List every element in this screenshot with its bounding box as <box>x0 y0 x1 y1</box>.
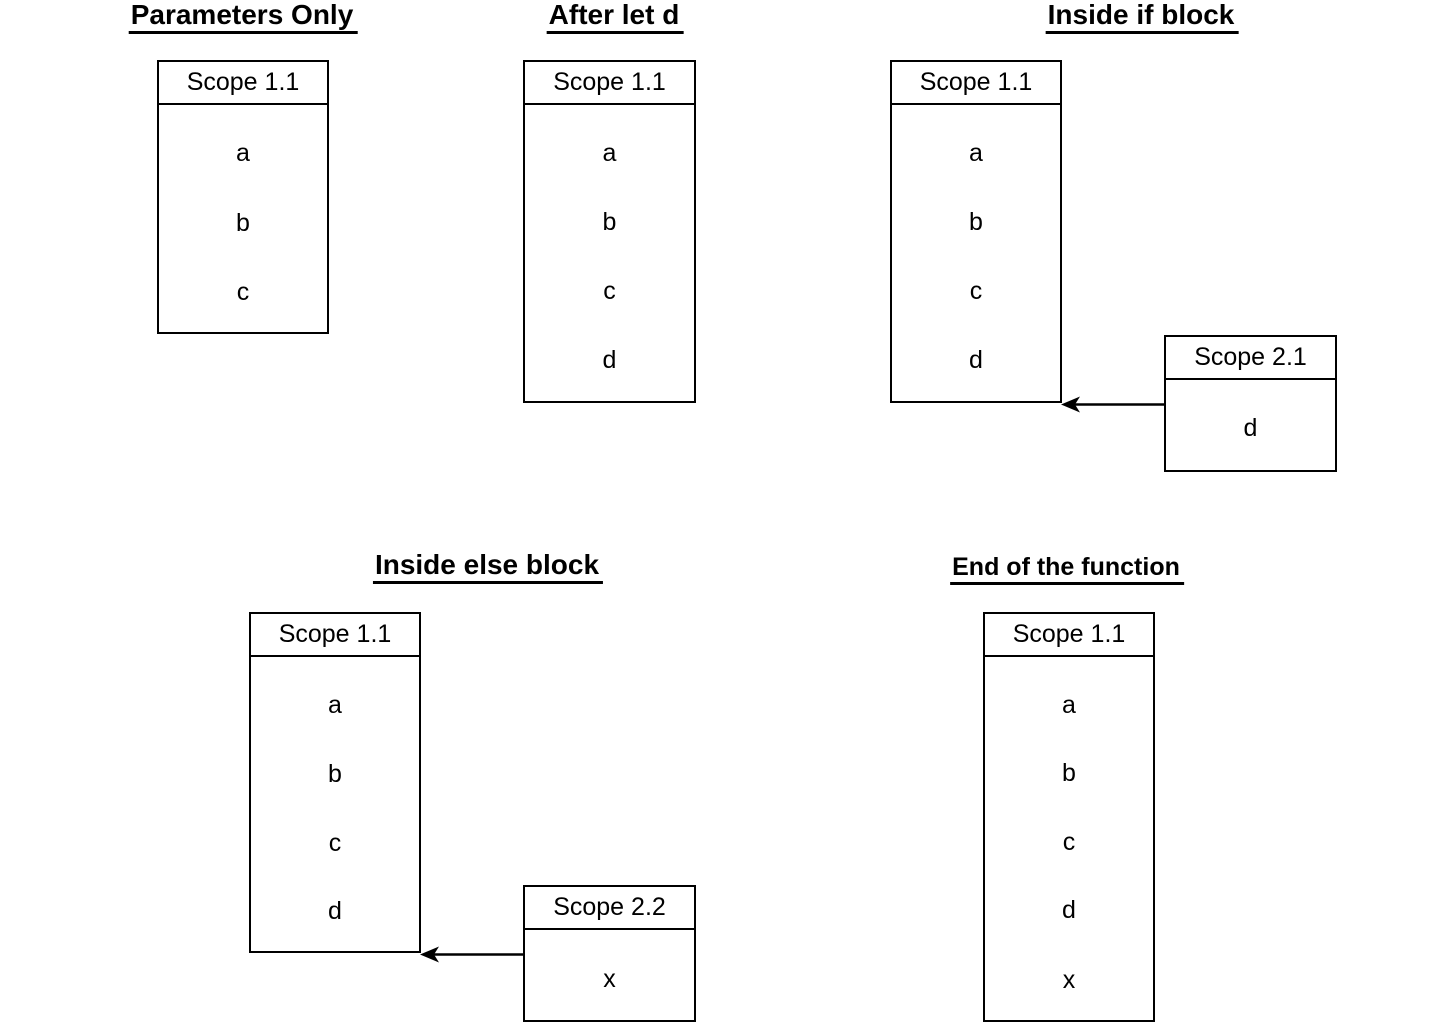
scope-2-2-box: Scope 2.2 x <box>523 885 696 1022</box>
scope-1-1-box: Scope 1.1 a b c <box>157 60 329 334</box>
variable-c: c <box>236 278 250 306</box>
arrowhead-icon <box>1061 396 1080 413</box>
variable-d: d <box>602 346 617 374</box>
variable-b: b <box>969 208 983 236</box>
variable-d: d <box>1243 414 1258 442</box>
scope-1-1-box: Scope 1.1 a b c d <box>523 60 696 403</box>
scope-1-1-header: Scope 1.1 <box>892 62 1060 105</box>
variable-x: x <box>603 965 616 993</box>
panel-title-parameters-only: Parameters Only <box>128 0 358 35</box>
scope-2-1-header: Scope 2.1 <box>1166 337 1335 380</box>
scope-2-1-box: Scope 2.1 d <box>1164 335 1337 472</box>
scope-1-1-header: Scope 1.1 <box>525 62 694 105</box>
variable-c: c <box>603 277 616 305</box>
variable-x: x <box>1062 966 1076 994</box>
scope-1-1-box: Scope 1.1 a b c d <box>249 612 421 953</box>
scope-1-1-header: Scope 1.1 <box>159 62 327 105</box>
panel-title-inside-else-block: Inside else block <box>372 550 604 585</box>
panel-title-inside-if-block: Inside if block <box>1045 0 1239 35</box>
variable-c: c <box>1062 828 1076 856</box>
arrow-scope-2-1-to-scope-1-1 <box>1061 396 1164 413</box>
panel-title-end-of-the-function: End of the function <box>950 554 1184 586</box>
variable-b: b <box>602 208 617 236</box>
variable-a: a <box>969 139 983 167</box>
arrowhead-icon <box>420 946 439 963</box>
variable-a: a <box>236 139 250 167</box>
scope-2-2-header: Scope 2.2 <box>525 887 694 930</box>
variable-c: c <box>969 277 983 305</box>
variable-b: b <box>236 209 250 237</box>
variable-a: a <box>602 139 617 167</box>
scope-1-1-box: Scope 1.1 a b c d <box>890 60 1062 403</box>
variable-b: b <box>1062 759 1076 787</box>
variable-a: a <box>328 691 342 719</box>
variable-d: d <box>969 346 983 374</box>
scope-1-1-header: Scope 1.1 <box>251 614 419 657</box>
scope-1-1-header: Scope 1.1 <box>985 614 1153 657</box>
variable-d: d <box>1062 896 1076 924</box>
variable-c: c <box>328 829 342 857</box>
scope-1-1-box: Scope 1.1 a b c d x <box>983 612 1155 1022</box>
arrow-scope-2-2-to-scope-1-1 <box>420 946 523 963</box>
variable-d: d <box>328 897 342 925</box>
panel-title-after-let-d: After let d <box>546 0 684 35</box>
variable-b: b <box>328 760 342 788</box>
variable-a: a <box>1062 691 1076 719</box>
